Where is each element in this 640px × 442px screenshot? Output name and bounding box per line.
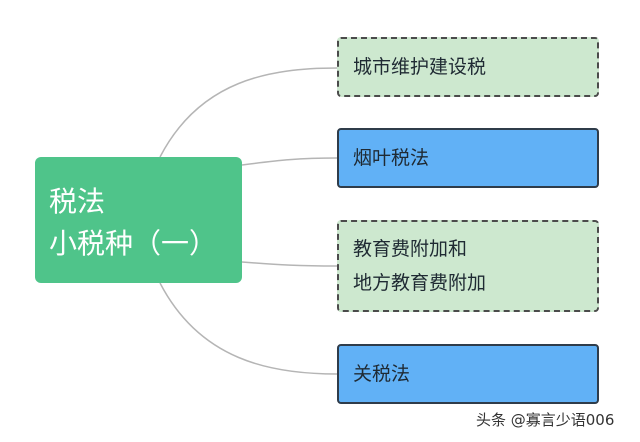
topic-education-surcharge[interactable]: 教育费附加和 地方教育费附加 bbox=[337, 220, 599, 312]
topic-customs-duty[interactable]: 关税法 bbox=[337, 344, 599, 404]
topic-label-line-1: 教育费附加和 bbox=[353, 238, 468, 260]
root-subtitle: 小税种（一） bbox=[49, 227, 218, 260]
topic-urban-maintenance-tax[interactable]: 城市维护建设税 bbox=[337, 37, 599, 97]
connector-to-topic-1 bbox=[159, 67, 338, 158]
topic-label: 城市维护建设税 bbox=[353, 56, 487, 78]
root-topic[interactable]: 税法 小税种（一） bbox=[35, 157, 242, 283]
topic-tobacco-tax[interactable]: 烟叶税法 bbox=[337, 128, 599, 188]
root-title: 税法 bbox=[49, 185, 106, 218]
topic-label: 烟叶税法 bbox=[353, 147, 430, 169]
watermark: 头条 @寡言少语006 bbox=[476, 411, 615, 429]
connector-to-topic-4 bbox=[159, 282, 338, 375]
topic-label-line-2: 地方教育费附加 bbox=[353, 272, 487, 294]
topic-label: 关税法 bbox=[353, 363, 411, 385]
connector-to-topic-2 bbox=[241, 157, 338, 166]
connector-to-topic-3 bbox=[241, 261, 338, 267]
